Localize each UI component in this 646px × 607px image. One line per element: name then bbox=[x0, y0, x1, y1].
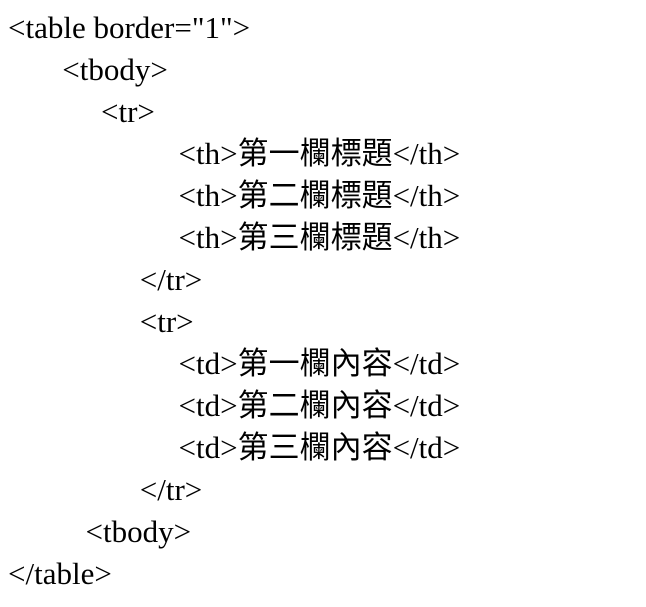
code-line: <tbody> bbox=[8, 514, 192, 549]
code-line: <tbody> bbox=[8, 52, 168, 87]
code-line: </tr> bbox=[8, 472, 203, 507]
code-line: <th>第一欄標題</th> bbox=[8, 136, 461, 171]
code-line: <tr> bbox=[8, 94, 155, 129]
code-line: <th>第三欄標題</th> bbox=[8, 220, 461, 255]
code-line: </tr> bbox=[8, 262, 203, 297]
code-line: <td>第二欄內容</td> bbox=[8, 388, 461, 423]
code-line: <td>第三欄內容</td> bbox=[8, 430, 461, 465]
code-line: <table border="1"> bbox=[8, 10, 251, 45]
code-line: </table> bbox=[8, 556, 112, 591]
code-line: <tr> bbox=[8, 304, 194, 339]
code-line: <td>第一欄內容</td> bbox=[8, 346, 461, 381]
code-line: <th>第二欄標題</th> bbox=[8, 178, 461, 213]
